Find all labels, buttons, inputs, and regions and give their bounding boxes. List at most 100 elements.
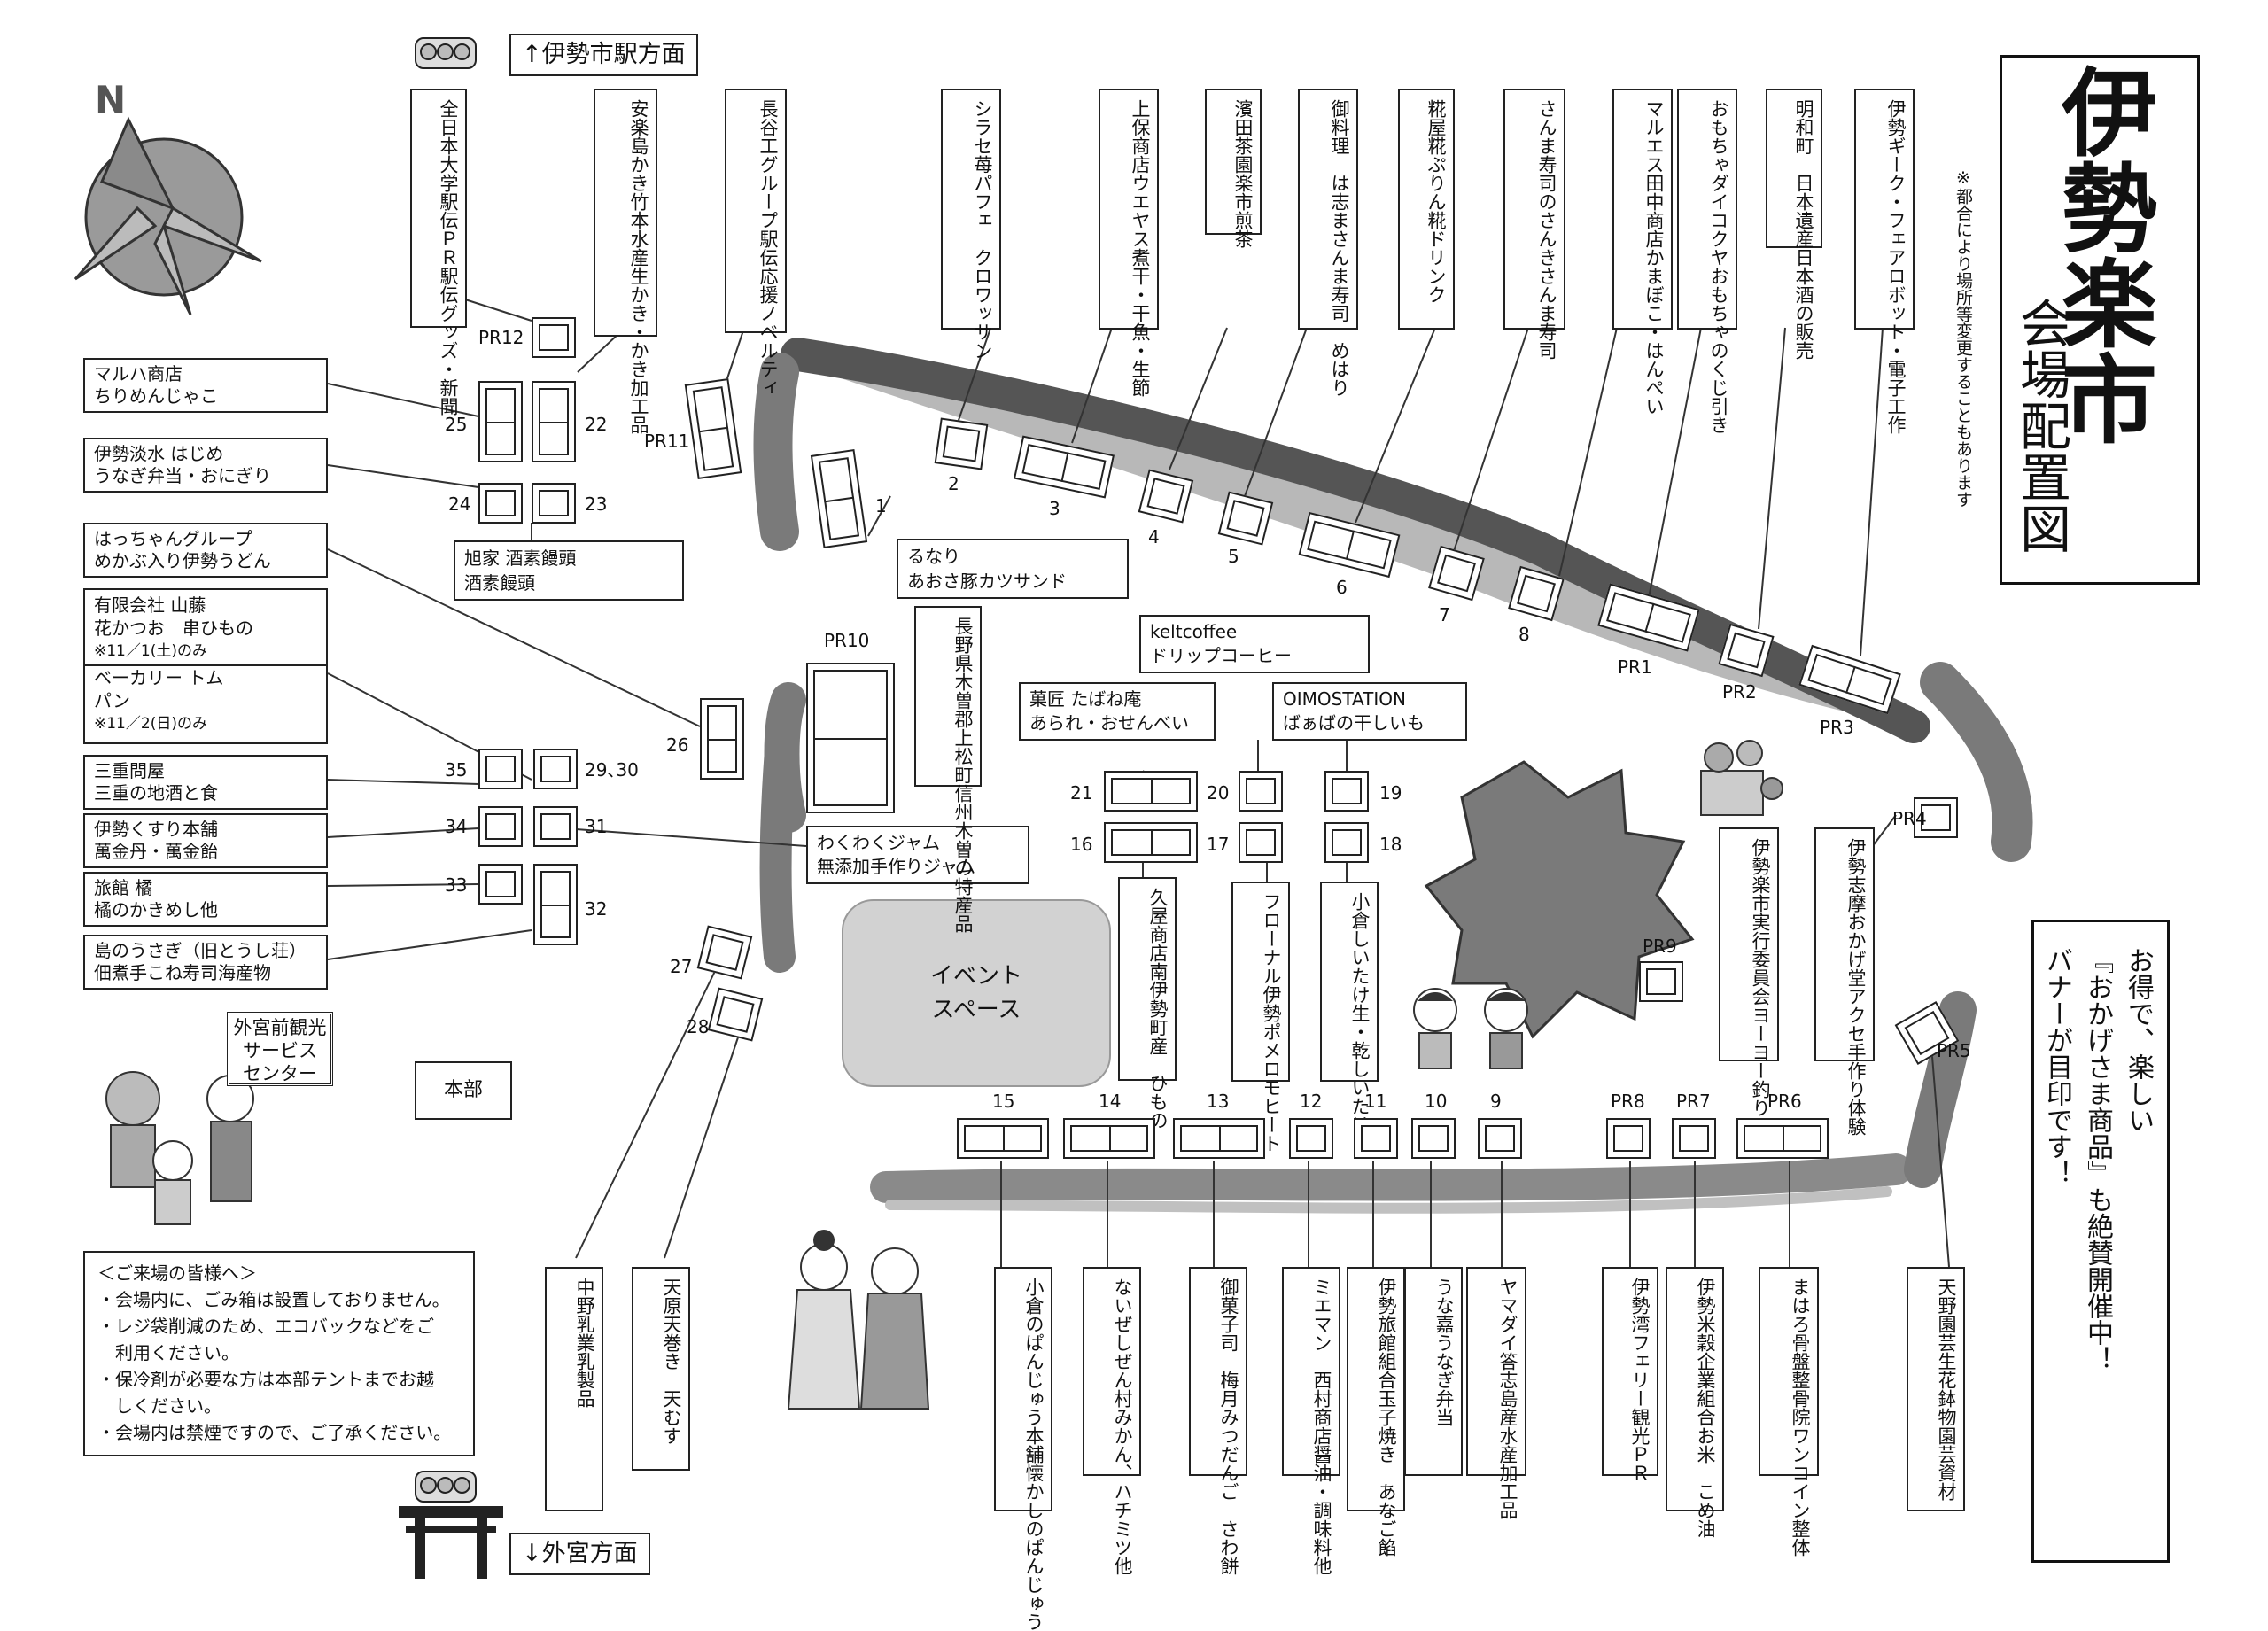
children-illustration-icon — [1413, 988, 1528, 1069]
vendor-label-left-l9: 島のうさぎ（旧とうし荘）佃煮手こね寿司海産物 — [83, 935, 328, 990]
vendor-line: うなぎ弁当 — [1433, 1333, 1455, 1426]
vendor-label-jikko-iinkai: 伊勢楽市実行委員会ヨーヨー釣り — [1719, 827, 1779, 1117]
vendor-label-top-t9: さんま寿司のさんきさんま寿司 — [1503, 89, 1565, 360]
stall-PR10 — [806, 663, 895, 813]
vendor-line: 御料理 は志ま — [1329, 99, 1350, 229]
stall-number-s15: 15 — [992, 1091, 1015, 1112]
stall-number-s35: 35 — [445, 759, 468, 781]
vendor-label-bottom-b9: ヤマダイ答志島産水産加工品 — [1466, 1267, 1526, 1519]
okagesama-banner: お得で、楽しい 『おかげさま商品』も絶賛開催中！ バナーが目印です！ — [2031, 920, 2170, 1563]
stall-number-PR12: PR12 — [478, 327, 524, 348]
stall-number-s19: 19 — [1379, 782, 1402, 804]
stall-number-s33: 33 — [445, 874, 468, 896]
event-space: イベントスペース — [842, 899, 1111, 1087]
vendor-line: 生かき・かき加工品 — [628, 267, 649, 434]
stall-number-s27: 27 — [670, 956, 693, 977]
stall-s17 — [1239, 822, 1283, 863]
vendor-line: 久屋商店 — [1147, 888, 1169, 962]
stall-number-PR5: PR5 — [1937, 1040, 1971, 1061]
tourist-center-line-3: センター — [243, 1063, 317, 1084]
visitor-notice: ＜ご来場の皆様へ＞ ・会場内に、ごみ箱は設置しておりません。 ・レジ袋削減のため… — [83, 1251, 475, 1456]
vendor-label-left-l8: 旅館 橘橘のかきめし他 — [83, 872, 328, 927]
vendor-label-bottom-b7: 伊勢旅館組合玉子焼き あなご餡 — [1347, 1267, 1405, 1557]
vendor-line: 伊勢淡水 はじめ — [94, 443, 224, 464]
vendor-line: 伊勢旅館組合 — [1376, 1278, 1397, 1389]
vendor-label-top-t6: 濱田茶園楽市煎茶 — [1205, 89, 1262, 248]
stall-PR4 — [1914, 797, 1958, 838]
vendor-label-asahiya: 旭家 酒素饅頭酒素饅頭 — [454, 540, 684, 601]
vendor-line: 中野乳業 — [574, 1278, 595, 1352]
stall-s26 — [700, 698, 744, 780]
stall-number-s5: 5 — [1228, 546, 1239, 567]
vendor-line: 伊勢ギーク・フェア — [1885, 99, 1907, 267]
vendor-line: めかぶ入り伊勢うどん — [94, 550, 271, 571]
vendor-label-bottom-b13: 天野園芸生花鉢物園芸資材 — [1907, 1267, 1965, 1511]
stall-s35 — [478, 749, 523, 789]
vendor-label-top-t2: 安楽島かき竹本水産生かき・かき加工品 — [594, 89, 657, 434]
stall-number-s13: 13 — [1207, 1091, 1230, 1112]
page-subtitle: 会場配置図 — [2011, 297, 2071, 554]
vendor-line: わくわくジャム — [817, 832, 940, 853]
vendor-line: 島のうさぎ（旧とうし荘） — [94, 940, 307, 961]
vendor-line: 菓匠 たばね庵 — [1029, 688, 1142, 710]
stall-number-s24: 24 — [448, 493, 471, 515]
vendor-label-top-t8: 糀屋糀ぷりん糀ドリンク — [1398, 89, 1455, 330]
vendor-label-left-l6: 三重問屋三重の地酒と食 — [83, 755, 328, 810]
stall-number-s31: 31 — [585, 816, 608, 837]
stall-number-s26: 26 — [666, 734, 689, 756]
stall-s23 — [532, 483, 576, 524]
vendor-label-kuya: 久屋商店南伊勢町産 ひもの — [1118, 877, 1177, 1130]
vendor-label-floral: フローナル伊勢ポメロモヒート — [1231, 882, 1290, 1153]
vendor-label-left-l2: 伊勢淡水 はじめうなぎ弁当・おにぎり — [83, 438, 328, 493]
title-box: 伊勢楽市 会場配置図 — [2000, 55, 2200, 585]
vendor-line: おもちゃダイコクヤ — [1708, 99, 1729, 267]
tourist-service-center: 外宮前観光 サービス センター — [227, 1012, 333, 1086]
vendor-label-top-t12: 明和町 日本遺産日本酒の販売 — [1766, 89, 1822, 360]
traffic-signal-icon — [415, 37, 477, 69]
vendor-line: 長谷工グループ — [757, 99, 779, 229]
vendor-line: ちりめんじゃこ — [94, 385, 218, 407]
vendor-label-left-l7: 伊勢くすり本舗萬金丹・萬金飴 — [83, 813, 328, 868]
vendor-line: ドリップコーヒー — [1150, 645, 1292, 666]
vendor-line: かまぼこ・はんぺい — [1643, 248, 1665, 416]
vendor-line: さんま寿司 — [1536, 267, 1557, 360]
vendor-line: みかん、ハチミツ他 — [1112, 1408, 1133, 1575]
vendor-line: 伊勢志摩おかげ堂 — [1845, 838, 1867, 987]
vendor-line: さんま寿司 めはり — [1329, 229, 1350, 397]
vendor-line: ヨーヨー釣り — [1750, 1006, 1771, 1117]
stall-s10 — [1411, 1118, 1456, 1159]
stall-number-s2: 2 — [948, 473, 959, 494]
banner-text: お得で、楽しい 『おかげさま商品』も絶賛開催中！ バナーが目印です！ — [2036, 947, 2158, 1372]
stall-s19 — [1324, 771, 1369, 812]
vendor-line: 三重問屋 — [94, 760, 165, 781]
vendor-line: 伊勢楽市実行委員会 — [1750, 838, 1771, 1006]
banner-line-3: バナーが目印です！ — [2041, 947, 2072, 1186]
vendor-line: 伊勢湾フェリー — [1629, 1278, 1651, 1408]
vendor-line: 煮干・干魚・生節 — [1130, 248, 1151, 397]
vendor-label-wakuwaku-jam: わくわくジャム無添加手作りジャム — [806, 826, 1029, 884]
vendor-label-yamafuji-tom: 有限会社 山藤 花かつお 串ひもの ※11／1(土)のみ ベーカリー トム パン… — [83, 588, 328, 744]
vendor-line: ないぜしぜん村 — [1112, 1278, 1133, 1408]
vendor-label-bottom-b4: ないぜしぜん村みかん、ハチミツ他 — [1083, 1267, 1141, 1575]
vendor-line: シラセ — [972, 99, 993, 155]
vendor-line: 旭家 酒素饅頭 — [464, 548, 577, 569]
vendor-line: 日本酒の販売 — [1793, 248, 1814, 360]
vendor-line: うな嘉 — [1433, 1278, 1455, 1333]
vendor-line: パン — [94, 690, 130, 711]
hedge-right-lower — [1904, 991, 1977, 1188]
vendor-label-bottom-b3: 小倉のぱんじゅう本舗懐かしのぱんじゅう — [994, 1267, 1052, 1631]
stall-PR12 — [532, 317, 576, 358]
vendor-line: 糀屋 — [1425, 99, 1447, 136]
notice-item: 利用ください。 — [97, 1342, 239, 1363]
vendor-line: マルハ商店 — [94, 363, 183, 384]
stall-s18 — [1324, 822, 1369, 863]
stall-number-s16: 16 — [1070, 834, 1093, 855]
vendor-label-okagedo: 伊勢志摩おかげ堂アクセ手作り体験 — [1814, 827, 1875, 1136]
vendor-line: 天巻き 天むす — [661, 1315, 682, 1445]
vendor-line: 上保商店ウエヤス — [1130, 99, 1151, 248]
stall-s16 — [1104, 822, 1198, 863]
stall-number-s11: 11 — [1364, 1091, 1387, 1112]
